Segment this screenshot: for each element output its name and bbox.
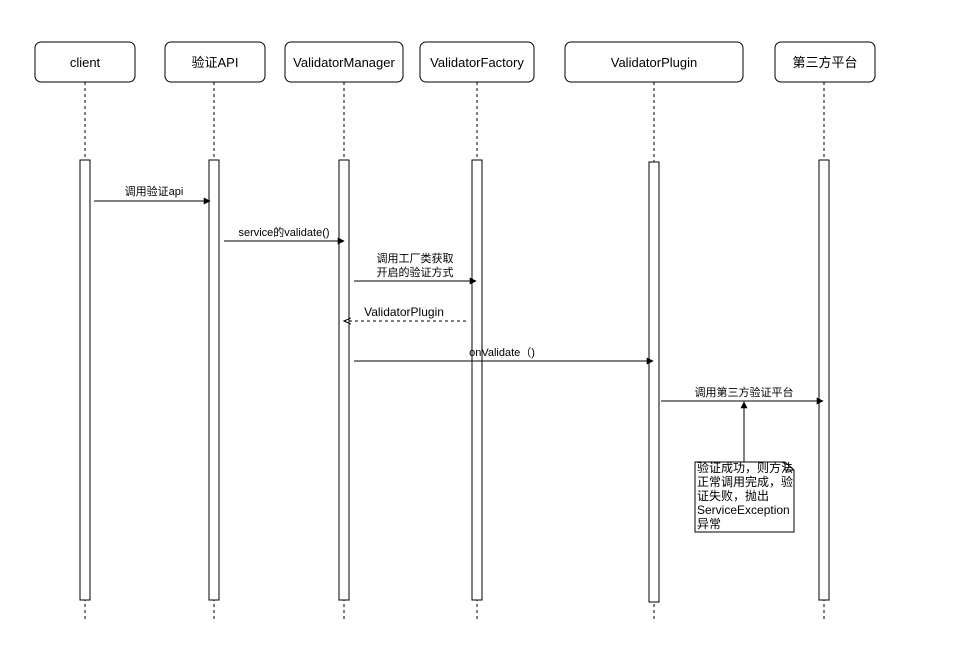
participant-label: 第三方平台 <box>792 55 857 70</box>
message-4: ValidatorPlugin <box>344 305 466 321</box>
participant-api: 验证API <box>164 41 266 83</box>
participant-label: 验证API <box>192 55 239 70</box>
message-1: 调用验证api <box>94 184 211 205</box>
message-6: 调用第三方验证平台 <box>661 385 824 405</box>
activation-bar-plugin <box>648 161 660 603</box>
message-2: service的validate() <box>224 225 345 245</box>
participant-box <box>419 41 535 83</box>
participant-label: ValidatorManager <box>293 55 395 70</box>
participant-box <box>564 41 744 83</box>
activation-bar-api <box>208 159 220 601</box>
note-line: 验证成功，则方法 <box>697 460 793 475</box>
activation-bar-factory <box>471 159 483 601</box>
message-label: service的validate() <box>238 225 329 239</box>
activation-bar-client <box>79 159 91 601</box>
message-label: 调用验证api <box>125 184 184 198</box>
message-label: onValidate（) <box>469 346 535 359</box>
activation-bar-third <box>818 159 830 601</box>
participant-third: 第三方平台 <box>774 41 876 83</box>
message-label: 开启的验证方式 <box>377 265 454 279</box>
participant-label: client <box>70 55 101 70</box>
note-line: 正常调用完成，验 <box>697 474 793 489</box>
note-fold <box>784 462 794 471</box>
message-5: onValidate（) <box>354 346 654 365</box>
participant-manager: ValidatorManager <box>284 41 404 83</box>
activation-bar-manager <box>338 159 350 601</box>
message-label: 调用第三方验证平台 <box>695 385 794 399</box>
participant-factory: ValidatorFactory <box>419 41 535 83</box>
note-line: 证失败，抛出 <box>697 488 769 503</box>
participant-label: ValidatorFactory <box>430 55 524 70</box>
participant-plugin: ValidatorPlugin <box>564 41 744 83</box>
participant-box <box>774 41 876 83</box>
participant-box <box>34 41 136 83</box>
note-box <box>694 461 795 533</box>
participant-client: client <box>34 41 136 83</box>
note-line: ServiceException <box>697 503 790 517</box>
participant-box <box>284 41 404 83</box>
participant-box <box>164 41 266 83</box>
note-line: 异常 <box>697 517 721 531</box>
participant-label: ValidatorPlugin <box>611 55 697 70</box>
message-label: ValidatorPlugin <box>364 305 444 319</box>
message-label: 调用工厂类获取 <box>377 251 454 265</box>
